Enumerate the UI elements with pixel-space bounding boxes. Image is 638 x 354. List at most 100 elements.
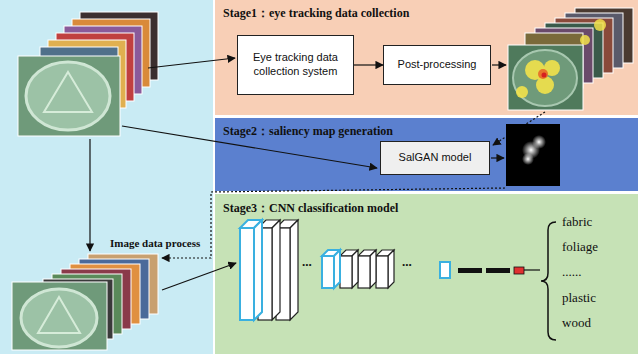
layer-front: [258, 228, 272, 320]
flow-arrow: [492, 64, 506, 65]
ellipsis-mark: ...: [302, 255, 312, 268]
stage-title: Stage3：CNN classification model: [223, 200, 398, 217]
coin: [21, 289, 97, 347]
layer-front: [240, 228, 254, 320]
layer-top: [240, 220, 262, 228]
heat-blob: [594, 19, 606, 31]
layer-side: [290, 220, 298, 320]
layer-side: [370, 250, 376, 288]
coin-image: [18, 56, 120, 136]
brace: [541, 222, 556, 340]
stage-panel: Stage2：saliency map generationSalGAN mod…: [215, 118, 638, 191]
heat-peak: [542, 73, 547, 78]
image-thumb: [555, 18, 613, 73]
image-thumb: [72, 19, 150, 87]
image-thumb: [61, 269, 131, 329]
process-box: Eye tracking data collection system: [237, 35, 354, 95]
image-thumb: [56, 33, 134, 101]
stage-panel: Image data process: [0, 0, 213, 354]
small-layer: [440, 262, 450, 278]
flow-arrow: [354, 64, 383, 65]
image-thumb: [43, 279, 113, 339]
image-thumb: [545, 23, 603, 78]
layer-top: [276, 220, 298, 228]
coin-image: [12, 282, 107, 350]
layer-top: [358, 250, 376, 256]
coin-emboss: [38, 297, 80, 333]
layer-front: [322, 256, 334, 288]
dotted-arrow: [493, 112, 545, 145]
image-thumb: [88, 254, 158, 314]
class-label: foliage: [562, 240, 598, 253]
flow-arrow: [162, 263, 236, 290]
layer-top: [376, 250, 394, 256]
cnn-layer: [340, 250, 394, 288]
image-thumb: [40, 47, 118, 115]
stage-panel: Stage3：CNN classification model: [215, 194, 638, 354]
layer-side: [388, 250, 394, 288]
image-thumb: [80, 12, 158, 80]
process-box: Post-processing: [383, 45, 491, 85]
fc-layer: [486, 268, 510, 273]
layer-front: [358, 256, 370, 288]
coin-emboss: [44, 72, 92, 112]
stage-panel: Stage1：eye tracking data collectionEye t…: [215, 0, 638, 115]
saliency-map: [506, 124, 560, 186]
saliency-blob: [522, 153, 534, 165]
image-thumb: [535, 28, 593, 83]
stage-title: Stage1：eye tracking data collection: [223, 5, 409, 22]
image-thumb: [70, 264, 140, 324]
layer-top: [340, 250, 358, 256]
flow-arrow: [89, 139, 90, 251]
flow-arrow: [491, 157, 504, 158]
stage-title: Stage2：saliency map generation: [223, 123, 393, 140]
image-thumb: [79, 259, 149, 319]
layer-top: [322, 250, 340, 256]
model-box: SalGAN model: [380, 141, 490, 175]
box-label: Post-processing: [398, 58, 477, 72]
heat-blob: [555, 45, 565, 55]
class-label: ......: [562, 265, 582, 278]
layer-front: [376, 256, 388, 288]
saliency-blob: [532, 135, 546, 149]
layer-side: [352, 250, 358, 288]
flow-arrow: [122, 126, 377, 168]
layer-front: [276, 228, 290, 320]
heat-blob: [516, 86, 528, 98]
heat-blob: [580, 35, 590, 45]
image-thumb: [64, 26, 142, 94]
class-label: fabric: [562, 215, 592, 228]
layer-side: [334, 250, 340, 288]
image-thumb: [565, 13, 623, 68]
image-thumb: [525, 33, 583, 88]
image-thumb: [48, 40, 126, 108]
class-label: wood: [562, 316, 591, 329]
cnn-input-layer: [240, 220, 262, 320]
flow-arrow: [148, 58, 235, 68]
cnn-layer: [258, 220, 298, 320]
saliency-blob: [522, 141, 540, 159]
coin: [513, 50, 577, 106]
cnn-layer-highlight: [322, 250, 450, 288]
box-label: SalGAN model: [399, 151, 472, 165]
image-thumb: [52, 274, 122, 334]
heat-peak: [538, 69, 548, 79]
dotted-arrow: [162, 188, 505, 258]
output-line: [524, 269, 540, 270]
heat-blob: [536, 76, 554, 94]
layer-side: [272, 220, 280, 320]
stage-title: Image data process: [110, 237, 200, 249]
layer-front: [340, 256, 352, 288]
heat-blob: [525, 60, 545, 80]
ellipsis-mark: ...: [402, 255, 412, 268]
coin: [26, 62, 110, 130]
fc-layer: [458, 268, 482, 273]
heat-blob: [544, 60, 560, 76]
image-thumb: [575, 8, 633, 63]
layer-top: [258, 220, 280, 228]
coin-image: [508, 45, 583, 110]
layer-side: [254, 220, 262, 320]
output-layer: [514, 267, 524, 274]
box-label: Eye tracking data collection system: [244, 51, 347, 79]
